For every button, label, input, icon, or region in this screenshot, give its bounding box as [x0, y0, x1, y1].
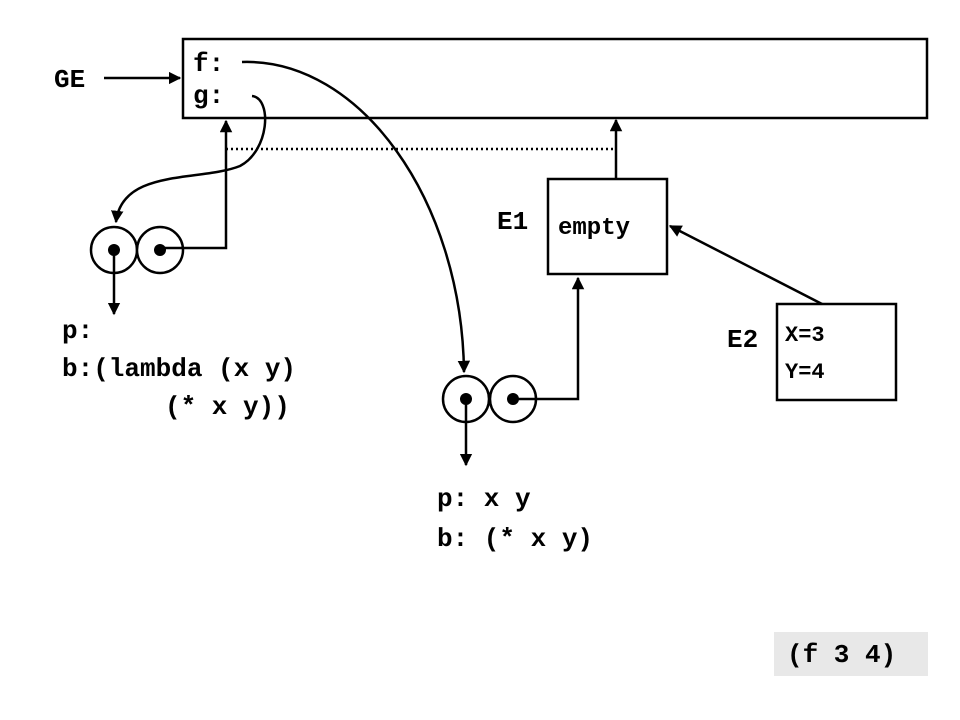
binding-g: g: [193, 81, 224, 111]
env-e1-label: E1 [497, 207, 528, 237]
call-expression-box [774, 632, 928, 676]
binding-y: Y=4 [785, 360, 825, 385]
binding-f: f: [193, 49, 224, 79]
global-env-label: GE [54, 65, 85, 95]
env-e1-content: empty [558, 215, 630, 242]
proc-f-params: p: x y [437, 484, 531, 514]
proc-f-env-arrow [513, 276, 585, 401]
proc-g-params: p: [62, 316, 93, 346]
call-expression: (f 3 4) [787, 640, 896, 670]
proc-g-env-dot [154, 244, 166, 256]
f-binding-arrow [241, 60, 471, 374]
binding-x: X=3 [785, 323, 825, 348]
env-e2-frame [775, 302, 898, 402]
proc-g-body-line2: (* x y)) [165, 392, 290, 422]
env-e2-label: E2 [727, 325, 758, 355]
g-binding-arrow [111, 94, 267, 224]
proc-g-body-line1: b:(lambda (x y) [62, 354, 296, 384]
global-env-frame [181, 37, 929, 120]
env-e1-frame [546, 177, 669, 276]
proc-g-env-arrow [160, 119, 233, 250]
proc-f-body: b: (* x y) [437, 524, 593, 554]
e2-parent-arrow [668, 224, 823, 306]
